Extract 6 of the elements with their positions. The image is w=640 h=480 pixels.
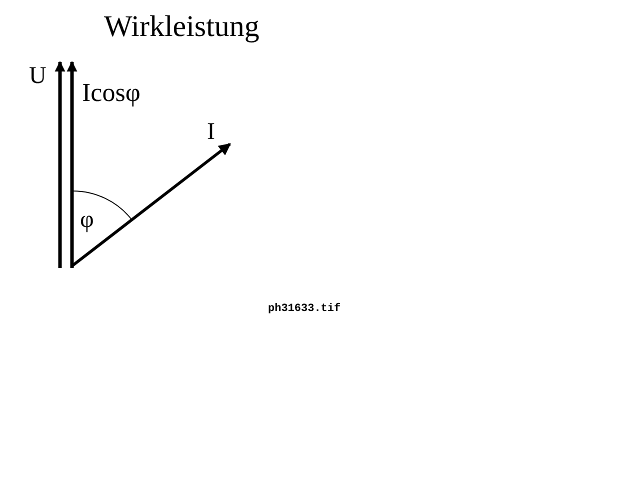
vector-label: Icosφ [82,80,140,106]
title: Wirkleistung [104,12,260,42]
angle-label: φ [80,208,94,232]
file-name: ph31633.tif [268,304,341,315]
vector-label: U [29,64,46,88]
vector-label: I [207,120,215,144]
